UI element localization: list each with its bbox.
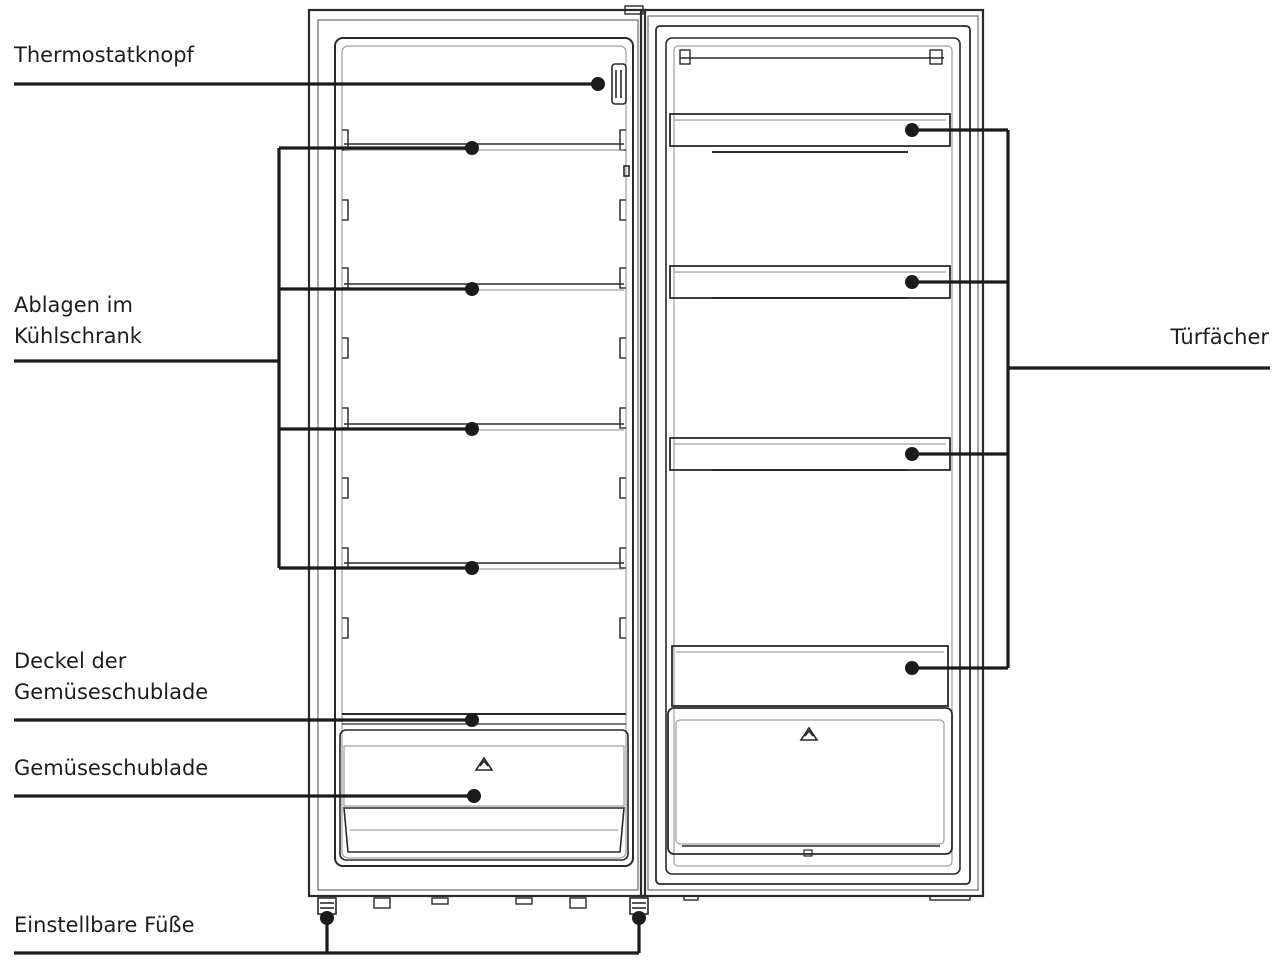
fridge-door bbox=[624, 5, 985, 898]
callout-lines bbox=[14, 82, 1270, 955]
recycle-icon-door bbox=[799, 726, 819, 741]
crisper-drawer-label-text: Gemüseschublade bbox=[14, 756, 209, 780]
feet-label-text: Einstellbare Füße bbox=[14, 913, 195, 937]
adjustable-feet bbox=[317, 897, 649, 915]
crisper-drawer bbox=[339, 713, 629, 861]
door-bottom-bin bbox=[667, 707, 953, 857]
door-bins-label: Türfächer bbox=[1170, 322, 1269, 353]
crisper-cover-label-line2: Gemüseschublade bbox=[14, 680, 209, 704]
thermostat-label-text: Thermostatknopf bbox=[14, 43, 194, 67]
shelves-label: Ablagen im Kühlschrank bbox=[14, 290, 142, 352]
callout-dots bbox=[320, 77, 919, 925]
thermostat-knob bbox=[611, 63, 630, 177]
crisper-cover-label: Deckel der Gemüseschublade bbox=[14, 646, 208, 708]
cabinet-base bbox=[312, 895, 646, 909]
crisper-drawer-label: Gemüseschublade bbox=[14, 753, 208, 784]
door-base bbox=[648, 895, 982, 901]
fridge-shelves bbox=[344, 143, 624, 570]
crisper-cover-label-line1: Deckel der bbox=[14, 649, 127, 673]
fridge-cabinet bbox=[307, 8, 647, 898]
recycle-icon bbox=[474, 756, 494, 771]
feet-label: Einstellbare Füße bbox=[14, 910, 195, 941]
shelves-label-line2: Kühlschrank bbox=[14, 324, 142, 348]
thermostat-label: Thermostatknopf bbox=[14, 40, 194, 71]
shelves-label-line1: Ablagen im bbox=[14, 293, 133, 317]
door-bins bbox=[669, 113, 951, 707]
shelf-supports bbox=[342, 129, 626, 639]
door-bins-label-text: Türfächer bbox=[1170, 325, 1269, 349]
